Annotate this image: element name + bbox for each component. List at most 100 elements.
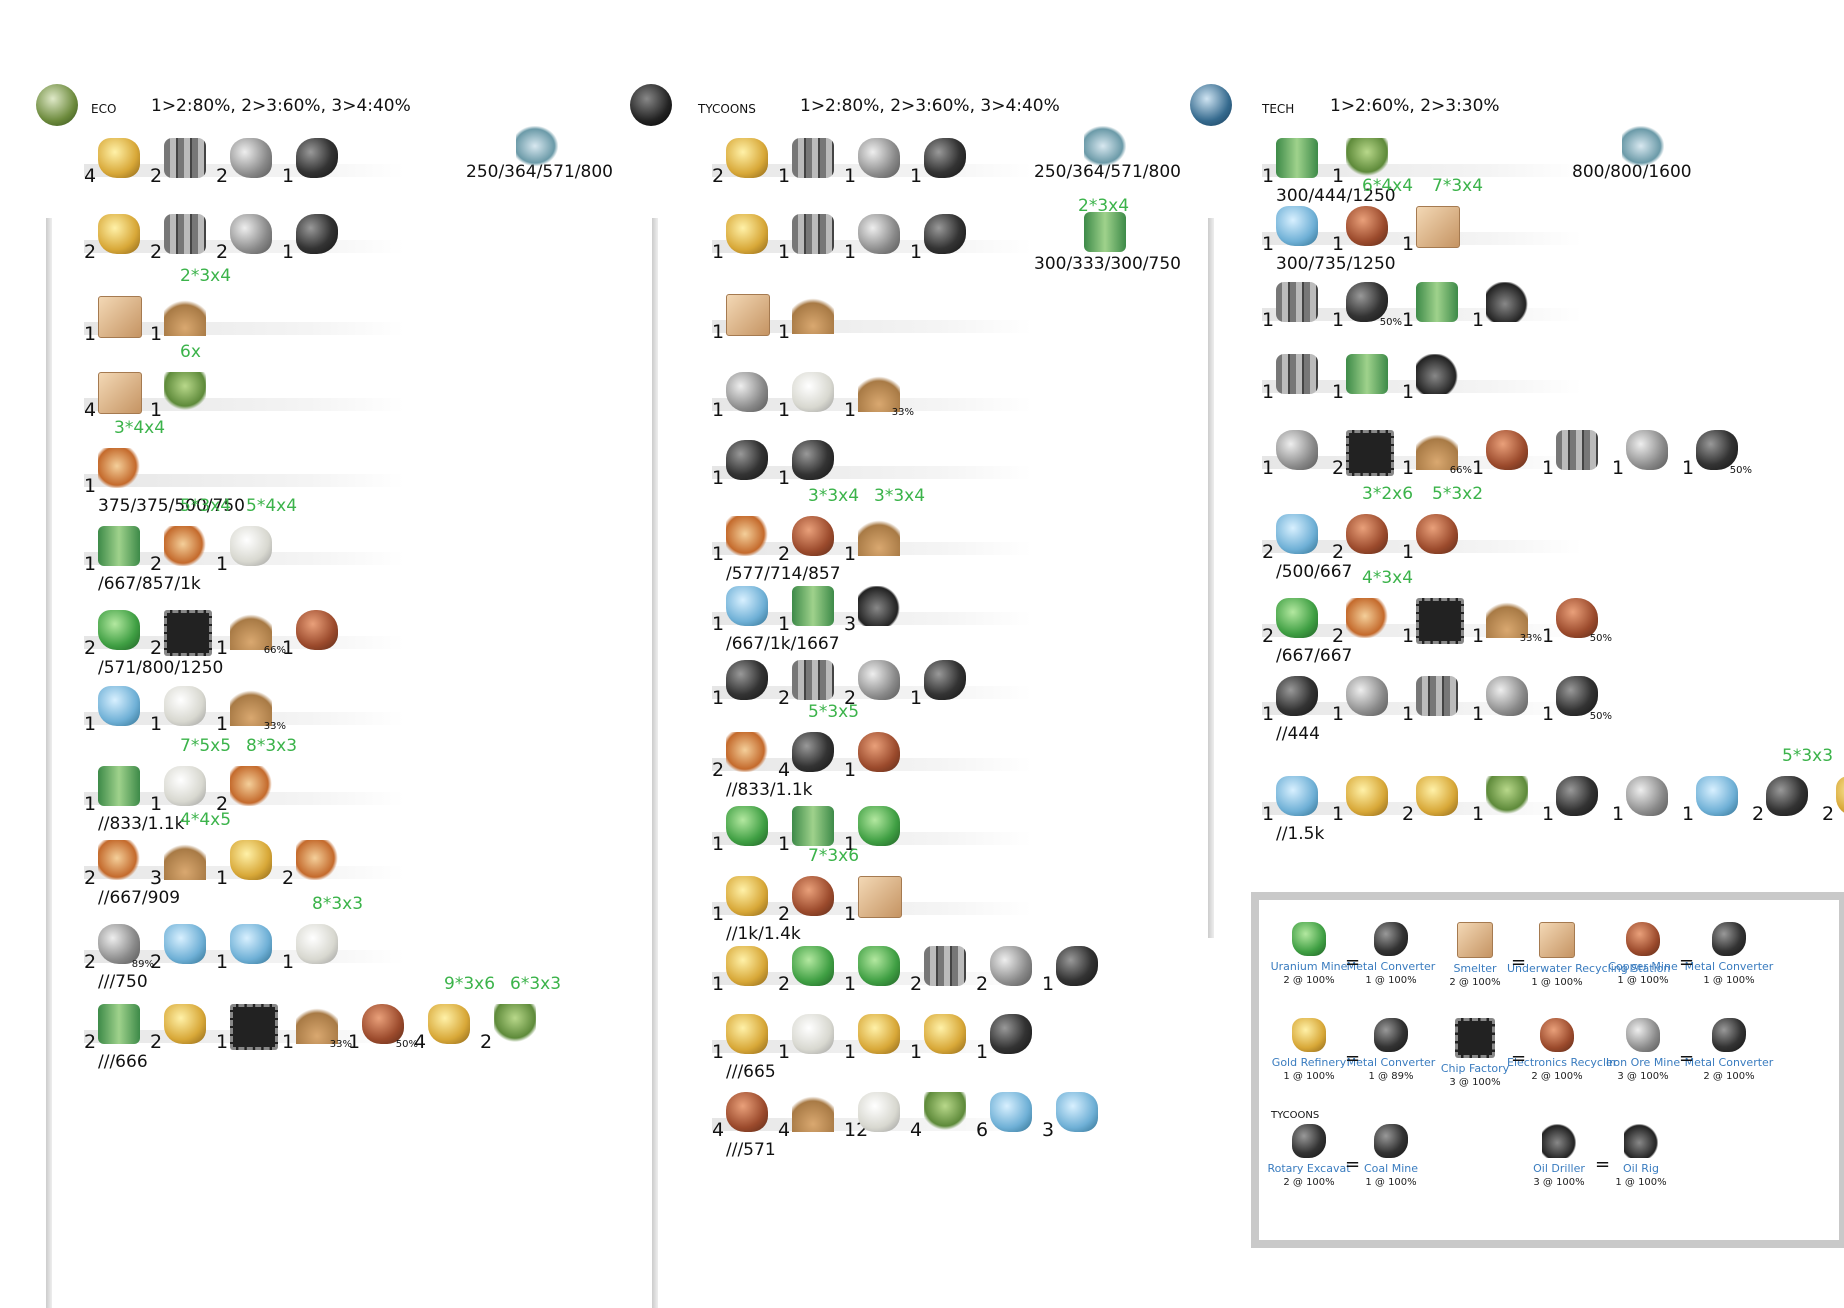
- sand-icon: 66%: [230, 610, 286, 656]
- item-quantity: 1: [1402, 703, 1415, 725]
- coal-icon: [924, 138, 966, 178]
- food-icon: [726, 516, 768, 556]
- item-quantity: 1: [84, 475, 97, 497]
- item-quantity: 2: [84, 1031, 97, 1053]
- uranium-icon: [1276, 598, 1318, 638]
- drill-icon: [98, 138, 140, 178]
- legend-section-label: TYCOONS: [1271, 1110, 1320, 1121]
- item-quantity: 2: [844, 687, 857, 709]
- building-name: Copper Mine: [1608, 960, 1678, 973]
- production-values: //444: [1276, 724, 1320, 744]
- pipe-icon: [164, 214, 206, 254]
- coal-icon: [990, 1014, 1032, 1054]
- item-quantity: 1: [712, 543, 725, 565]
- item-quantity: 1: [1402, 457, 1415, 479]
- equals-sign: =: [1511, 952, 1527, 973]
- tycoons-rates: 1>2:80%, 2>3:60%, 3>4:40%: [800, 96, 1060, 116]
- pipe-icon: [164, 138, 206, 178]
- item-quantity: 2: [778, 903, 791, 925]
- eco-title: ECO: [91, 102, 117, 116]
- copper-ore-icon: [1626, 922, 1660, 956]
- row-bar: [1262, 164, 1582, 177]
- legend-building: Rotary Excavat 2 @ 100%: [1259, 1124, 1359, 1188]
- copper-ore-icon: [858, 732, 900, 772]
- sand-icon: [792, 1092, 834, 1132]
- eco-divider: [46, 218, 52, 1308]
- item-quantity: 1: [150, 713, 163, 735]
- efficiency-percent: 50%: [395, 1039, 418, 1050]
- oil-drop-icon: [1486, 282, 1528, 322]
- item-quantity: 4: [712, 1119, 725, 1141]
- building-name: Oil Rig: [1623, 1162, 1659, 1175]
- eco-header: ECO 1>2:80%, 2>3:60%, 3>4:40%: [36, 80, 636, 130]
- crystal-icon: [726, 586, 768, 626]
- food-icon: [296, 840, 338, 880]
- canister-icon: [98, 766, 140, 806]
- sand-icon: 33%: [1486, 598, 1542, 644]
- tree-logo-icon: [36, 84, 78, 126]
- oil-drop-icon: [1542, 1124, 1576, 1158]
- item-quantity: 1: [712, 467, 725, 489]
- tycoons-divider: [652, 218, 658, 1308]
- grid-note: 3*4x4: [114, 418, 166, 438]
- efficiency-percent: 50%: [1729, 465, 1752, 476]
- tycoons-title: TYCOONS: [698, 102, 756, 116]
- mineral-icon: [164, 686, 206, 726]
- building-rate: 2 @ 100%: [1283, 1177, 1335, 1188]
- item-quantity: 1: [1542, 703, 1555, 725]
- crystal-icon: [990, 1092, 1032, 1132]
- mineral-icon: [164, 766, 206, 806]
- item-quantity: 1: [1332, 309, 1345, 331]
- iron-ore-icon: 89%: [98, 924, 154, 970]
- building-name: Metal Converter: [1684, 960, 1774, 973]
- item-quantity: 1: [1262, 309, 1275, 331]
- item-quantity: 1: [216, 951, 229, 973]
- coal-icon: [1374, 922, 1408, 956]
- gold-icon: [726, 214, 768, 254]
- iron-ore-icon: [990, 946, 1032, 986]
- grid-note: 3*3x4: [808, 486, 860, 506]
- item-quantity: 1: [1262, 233, 1275, 255]
- crystal-icon: [1696, 776, 1738, 816]
- building-rate: 1 @ 100%: [1531, 977, 1583, 988]
- pipe-icon: [1276, 282, 1318, 322]
- item-quantity: 1: [216, 867, 229, 889]
- copper-ore-icon: [1416, 514, 1458, 554]
- pipe-icon: [924, 946, 966, 986]
- building-name: Rotary Excavat: [1267, 1162, 1351, 1175]
- coal-icon: [1556, 776, 1598, 816]
- item-quantity: 1: [712, 321, 725, 343]
- production-values: 300/444/1250: [1276, 186, 1396, 206]
- item-quantity: 2: [778, 543, 791, 565]
- pipe-icon: [792, 660, 834, 700]
- item-quantity: 1: [844, 833, 857, 855]
- item-quantity: 1: [778, 1041, 791, 1063]
- grid-note: 8*3x3: [246, 736, 298, 756]
- production-values: /500/667: [1276, 562, 1353, 582]
- item-quantity: 1: [712, 687, 725, 709]
- item-quantity: 1: [150, 323, 163, 345]
- production-values: //667/909: [98, 888, 181, 908]
- efficiency-percent: 50%: [1589, 633, 1612, 644]
- sand-icon: [792, 294, 834, 334]
- grid-note: 7*5x5: [180, 736, 232, 756]
- equals-sign: =: [1345, 1048, 1361, 1069]
- sand-icon: [164, 296, 206, 336]
- building-rate: 1 @ 100%: [1365, 975, 1417, 986]
- item-quantity: 2: [84, 241, 97, 263]
- sand-icon: 33%: [230, 686, 286, 732]
- building-name: Coal Mine: [1364, 1162, 1418, 1175]
- copper-ore-icon: [726, 1092, 768, 1132]
- building-name: Chip Factory: [1440, 1062, 1510, 1075]
- item-quantity: 2: [150, 241, 163, 263]
- crystal-icon: [164, 924, 206, 964]
- building-name: Electronics Recycler: [1507, 1056, 1618, 1069]
- uranium-icon: [858, 806, 900, 846]
- efficiency-percent: 33%: [1519, 633, 1542, 644]
- building-name: Metal Converter: [1684, 1056, 1774, 1069]
- building-name: Metal Converter: [1346, 1056, 1436, 1069]
- item-quantity: 1: [1472, 309, 1485, 331]
- gold-icon: [726, 876, 768, 916]
